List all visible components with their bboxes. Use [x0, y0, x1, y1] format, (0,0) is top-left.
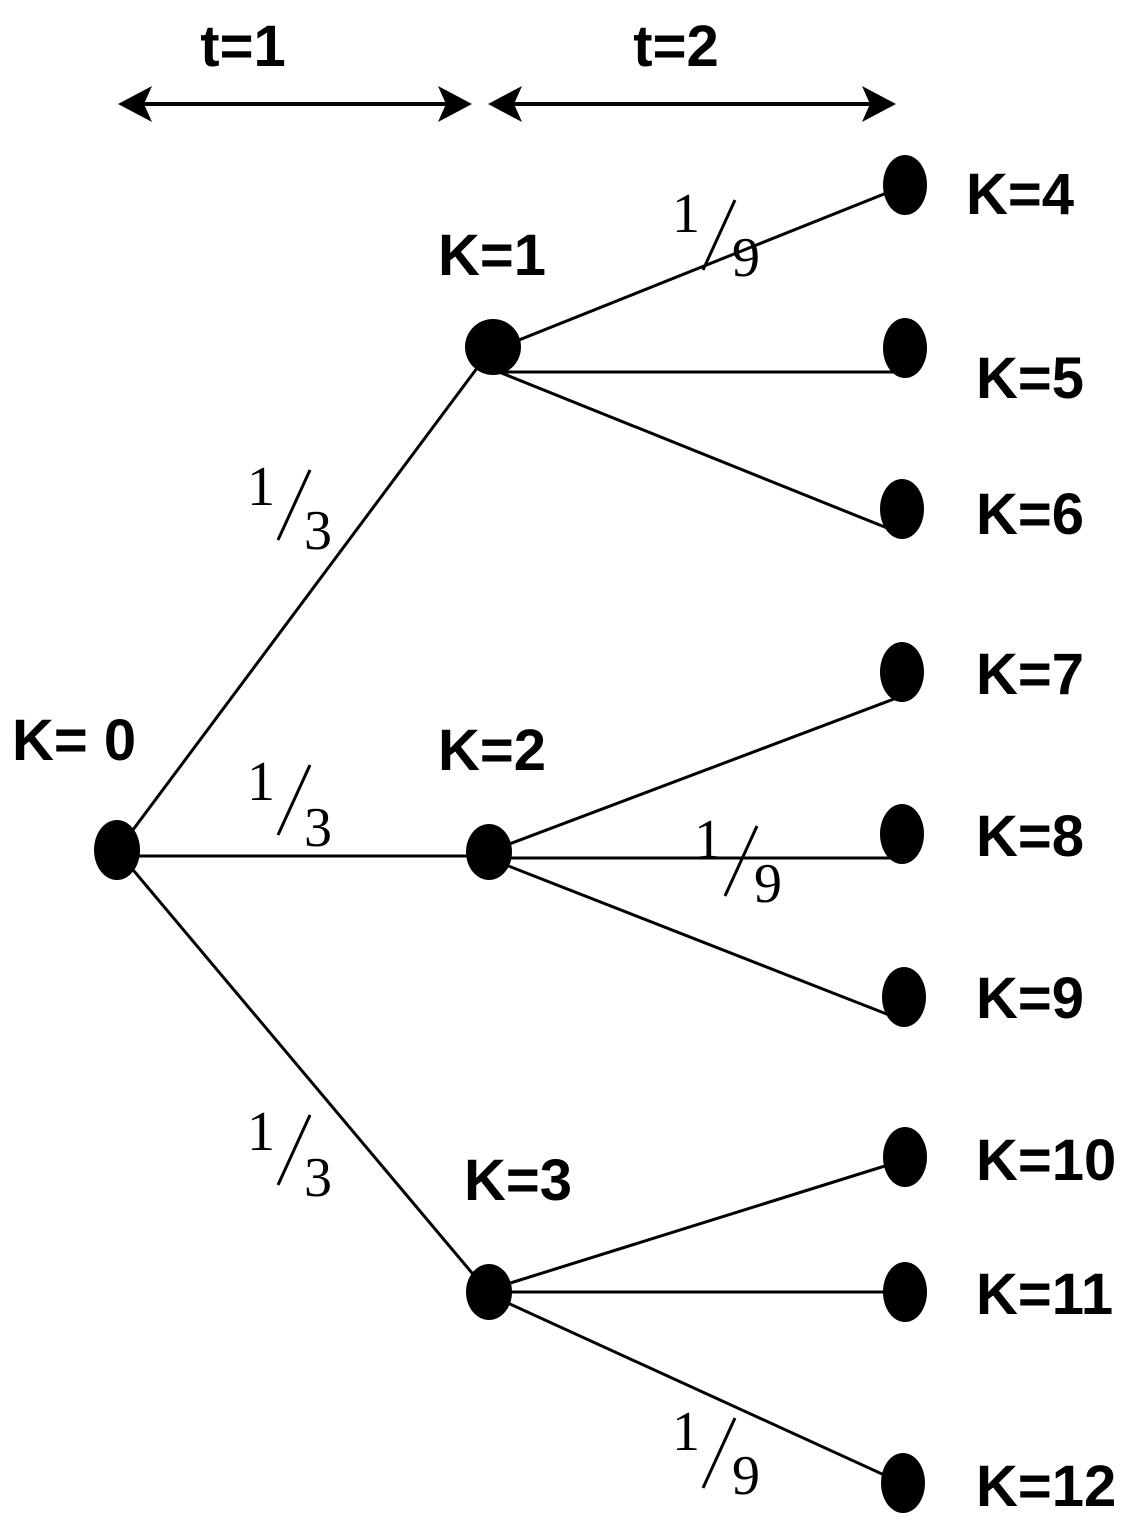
edge-probabilities: 1 3 1 3 1 3 1 9 1 9 1 9	[247, 183, 782, 1507]
prob-denominator: 9	[754, 853, 782, 915]
node-labels: K= 0 K=1 K=2 K=3 K=4 K=5 K=6 K=7 K=8 K=9…	[12, 162, 1116, 1519]
node-k4	[883, 155, 927, 215]
node-k5	[883, 318, 927, 378]
edge-0-1	[116, 347, 494, 851]
node-label-k11: K=11	[976, 1262, 1113, 1327]
node-k0	[94, 820, 140, 880]
prob-edge-0-1: 1 3	[247, 456, 332, 562]
period-t2-arrow	[488, 86, 896, 122]
fraction-slash	[723, 825, 759, 897]
prob-edge-3-12: 1 9	[672, 1401, 760, 1507]
fraction-slash	[701, 1417, 737, 1489]
edge-1-4	[493, 184, 905, 352]
edge-2-7	[487, 694, 903, 854]
prob-numerator: 1	[247, 751, 275, 813]
fraction-slash	[276, 469, 312, 541]
node-label-k8: K=8	[976, 804, 1084, 869]
prob-numerator: 1	[247, 456, 275, 518]
node-k8	[880, 804, 924, 864]
node-label-k2: K=2	[438, 718, 546, 783]
prob-numerator: 1	[247, 1101, 275, 1163]
node-label-k7: K=7	[976, 642, 1084, 707]
period-t2-label: t=2	[633, 14, 718, 79]
prob-numerator: 1	[694, 809, 722, 871]
edge-2-9	[487, 856, 903, 1022]
node-label-k5: K=5	[976, 346, 1084, 411]
fraction-slash	[276, 1114, 312, 1186]
prob-edge-1-4: 1 9	[672, 183, 760, 289]
node-label-k1: K=1	[438, 223, 546, 288]
node-label-k9: K=9	[976, 966, 1084, 1031]
node-k11	[883, 1262, 927, 1322]
prob-numerator: 1	[672, 183, 700, 245]
prob-denominator: 9	[732, 227, 760, 289]
node-label-k10: K=10	[976, 1128, 1116, 1193]
prob-denominator: 9	[732, 1445, 760, 1507]
edge-1-6	[493, 368, 903, 536]
edge-3-12	[487, 1292, 905, 1486]
prob-numerator: 1	[672, 1401, 700, 1463]
edge-0-3	[116, 851, 490, 1293]
node-k1	[465, 319, 521, 375]
node-label-k0: K= 0	[12, 708, 136, 773]
prob-denominator: 3	[304, 797, 332, 859]
prob-denominator: 3	[304, 1147, 332, 1209]
fraction-slash	[701, 199, 737, 271]
node-label-k4: K=4	[966, 162, 1074, 227]
fraction-slash	[276, 764, 312, 836]
prob-denominator: 3	[304, 500, 332, 562]
period-t1-arrow	[118, 86, 472, 122]
node-label-k12: K=12	[976, 1454, 1116, 1519]
prob-edge-0-3: 1 3	[247, 1101, 332, 1209]
edge-3-10	[487, 1158, 905, 1292]
node-k3	[466, 1264, 512, 1320]
node-k2	[466, 824, 512, 880]
tree-edges	[116, 184, 905, 1486]
node-k7	[880, 642, 924, 702]
period-t1-label: t=1	[200, 14, 285, 79]
tree-nodes	[94, 155, 927, 1513]
node-k12	[881, 1453, 925, 1513]
node-label-k6: K=6	[976, 482, 1084, 547]
node-k9	[882, 967, 926, 1027]
node-k10	[883, 1127, 927, 1187]
prob-edge-0-2: 1 3	[247, 751, 332, 859]
node-label-k3: K=3	[464, 1148, 572, 1213]
node-k6	[880, 479, 924, 539]
prob-edge-2-8: 1 9	[694, 809, 782, 915]
